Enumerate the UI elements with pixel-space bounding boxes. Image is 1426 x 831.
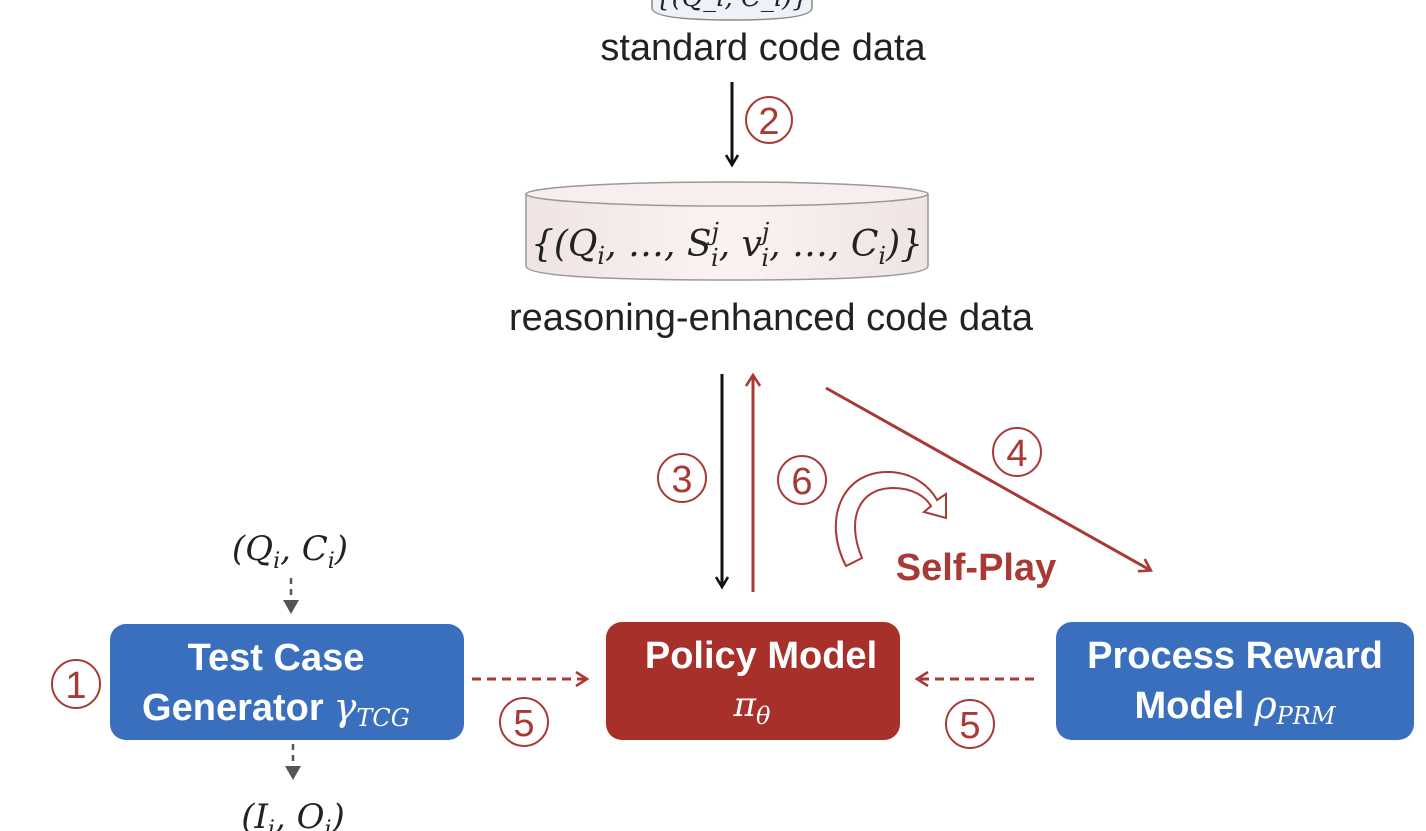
tcg-title-line1: Test Case (188, 637, 365, 679)
policy-symbol: πθ (733, 685, 771, 730)
self-play-label: Self-Play (896, 547, 1057, 589)
standard-data-label: standard code data (600, 27, 926, 69)
svg-text:5: 5 (959, 705, 980, 747)
svg-text:1: 1 (65, 665, 86, 707)
step-6-badge: 6 (777, 455, 827, 505)
self-play-curved-arrow-icon (834, 470, 947, 568)
svg-text:4: 4 (1006, 433, 1027, 475)
standard-data-formula: {(Q_i, C_i)} (655, 0, 809, 13)
step-glyph-1: ① (0, 0, 14, 4)
tcg-input-label: (Qi, Ci) (232, 529, 348, 574)
prm-title-line1: Process Reward (1087, 635, 1383, 677)
svg-text:2: 2 (758, 101, 779, 143)
svg-text:3: 3 (671, 459, 692, 501)
arrow-step-4 (825, 386, 1150, 570)
policy-model-node[interactable]: Policy Model πθ (606, 622, 900, 740)
tcg-output-label: (Ii, Oi) (241, 797, 345, 831)
step-1-badge: 1 (51, 659, 101, 709)
policy-title: Policy Model (645, 635, 877, 677)
step-5-badge-right: 5 (945, 699, 995, 749)
svg-text:5: 5 (513, 703, 534, 745)
reasoning-data-label: reasoning-enhanced code data (509, 297, 1034, 339)
tcg-input-arrowhead-icon (283, 600, 299, 614)
svg-text:6: 6 (791, 461, 812, 503)
tcg-output-arrowhead-icon (285, 766, 301, 780)
step-5-badge-left: 5 (499, 697, 549, 747)
step-4-badge: 4 (992, 427, 1042, 477)
step-2-badge: 2 (745, 96, 793, 144)
step-3-badge: 3 (657, 453, 707, 503)
standard-data-cylinder: {(Q_i, C_i)} (651, 0, 813, 21)
